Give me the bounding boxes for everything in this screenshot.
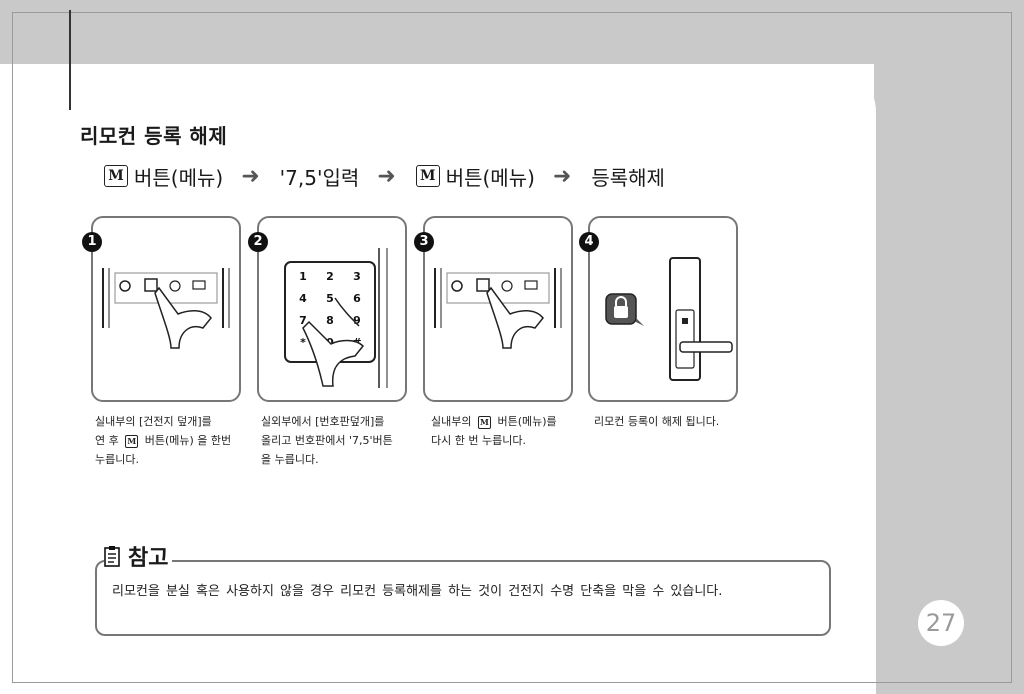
- arrow-right-icon: ➜: [377, 163, 396, 189]
- arrow-right-icon: ➜: [241, 163, 260, 189]
- caption-line: 올리고 번호판에서 '7,5'버튼: [261, 434, 393, 447]
- step-2-illustration: 1 2 3 4 5 6 7 8 9 * 0 #: [257, 216, 407, 402]
- note-heading: 참고: [104, 540, 173, 572]
- step-4-illustration: [588, 216, 738, 402]
- flow-step-menu-button: 버튼(메뉴): [134, 165, 224, 190]
- frame-line-left: [12, 12, 13, 682]
- page-title: 리모컨 등록 해제: [80, 124, 228, 148]
- caption-line: 실내부의 [건전지 덮개]를: [95, 415, 212, 428]
- step-number-badge: 1: [82, 232, 102, 252]
- keypad-key: 8: [326, 314, 334, 327]
- caption-line: 을 누릅니다.: [261, 453, 319, 466]
- note-box: [95, 560, 831, 636]
- menu-key-icon: M: [125, 434, 139, 448]
- step-2-caption: 실외부에서 [번호판덮개]를 올리고 번호판에서 '7,5'버튼 을 누릅니다.: [261, 412, 421, 469]
- frame-line-bottom: [12, 682, 1012, 683]
- keypad-key: 7: [299, 314, 307, 327]
- outdoor-keypad-icon: 1 2 3 4 5 6 7 8 9 * 0 #: [284, 248, 388, 388]
- keypad-key: 5: [326, 292, 334, 305]
- keypad-key: 6: [353, 292, 361, 305]
- indoor-unit-press-menu-icon: [434, 268, 562, 349]
- menu-key-icon: M: [477, 415, 491, 429]
- keypad-key: 9: [353, 314, 361, 327]
- keypad-key: 1: [299, 270, 307, 283]
- caption-line: 버튼(메뉴) 을 한번: [144, 434, 232, 447]
- caption-line: 실외부에서 [번호판덮개]를: [261, 415, 385, 428]
- step-number-badge: 4: [579, 232, 599, 252]
- caption-line: 연 후: [95, 434, 119, 447]
- frame-line-right: [1011, 12, 1012, 682]
- note-text: 리모컨을 분실 혹은 사용하지 않을 경우 리모컨 등록해제를 하는 것이 건전…: [112, 584, 723, 599]
- keypad-key: 4: [299, 292, 307, 305]
- arrow-right-icon: ➜: [552, 163, 572, 189]
- caption-line: 리모컨 등록이 해제 됩니다.: [594, 415, 720, 428]
- frame-line-top: [12, 12, 1012, 13]
- indoor-unit-press-menu-icon: [102, 268, 230, 349]
- menu-key-icon: M: [104, 165, 128, 187]
- door-lock-unlocked-icon: [605, 257, 733, 381]
- step-number-badge: 3: [414, 232, 434, 252]
- caption-line: 실내부의: [431, 415, 472, 428]
- page-number: 27: [918, 600, 964, 646]
- menu-key-icon: M: [415, 165, 440, 187]
- right-gray-band: [874, 0, 1024, 694]
- keypad-key: *: [300, 336, 306, 349]
- note-label: 참고: [128, 546, 169, 571]
- step-3-caption: 실내부의 M 버튼(메뉴)를 다시 한 번 누릅니다.: [431, 412, 591, 450]
- keypad-key: 2: [326, 270, 334, 283]
- step-1-caption: 실내부의 [건전지 덮개]를 연 후 M 버튼(메뉴) 을 한번 누릅니다.: [95, 412, 255, 469]
- step-4-caption: 리모컨 등록이 해제 됩니다.: [594, 412, 764, 431]
- procedure-flow: M 버튼(메뉴) ➜ '7,5'입력 ➜ M 버튼(메뉴) ➜ 등록해제: [104, 162, 665, 190]
- caption-line: 버튼(메뉴)를: [497, 415, 557, 428]
- keypad-key: 3: [353, 270, 361, 283]
- step-3-illustration: [423, 216, 573, 402]
- step-1-illustration: [91, 216, 241, 402]
- flow-step-enter-7-5: '7,5'입력: [279, 165, 360, 190]
- flow-step-unregister: 등록해제: [591, 165, 665, 190]
- top-gray-band: [0, 0, 1024, 64]
- caption-line: 누릅니다.: [95, 453, 139, 466]
- caption-line: 다시 한 번 누릅니다.: [431, 434, 526, 447]
- memo-icon: [104, 546, 120, 567]
- flow-step-menu-button-again: 버튼(메뉴): [445, 165, 535, 190]
- margin-rule: [69, 10, 71, 110]
- step-number-badge: 2: [248, 232, 268, 252]
